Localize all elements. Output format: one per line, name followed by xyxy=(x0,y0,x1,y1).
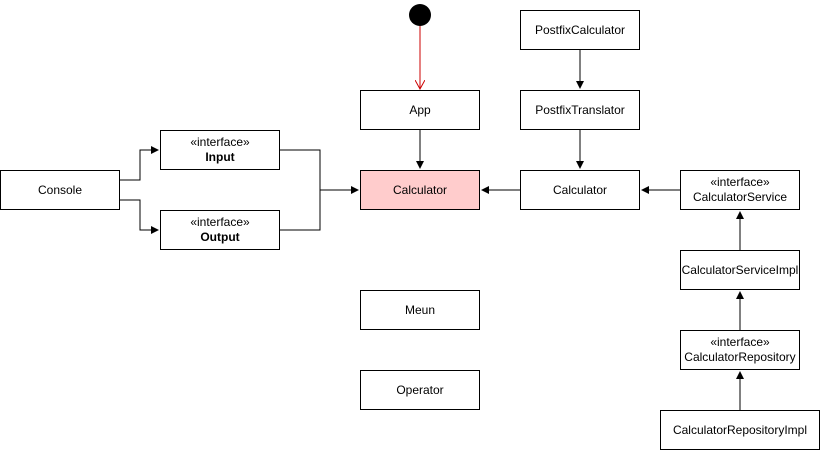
node-label: Output xyxy=(200,230,240,244)
edge-console-to-input xyxy=(120,146,159,181)
node-postfix-translator[interactable]: PostfixTranslator xyxy=(520,90,640,130)
node-calculator-service-impl[interactable]: CalculatorServiceImpl xyxy=(680,250,800,290)
node-label: CalculatorRepository xyxy=(684,350,796,364)
node-app[interactable]: App xyxy=(360,90,480,130)
node-operator[interactable]: Operator xyxy=(360,370,480,410)
node-calculator-right[interactable]: Calculator xyxy=(520,170,640,210)
node-label: Calculator xyxy=(552,182,608,197)
node-label: Console xyxy=(37,182,83,197)
edge-output-to-calculator xyxy=(280,189,358,231)
node-calculator-repository-impl[interactable]: CalculatorRepositoryImpl xyxy=(660,410,820,450)
node-label: App xyxy=(409,102,431,117)
node-console[interactable]: Console xyxy=(0,170,120,210)
node-label: CalculatorRepositoryImpl xyxy=(672,422,808,437)
start-node xyxy=(409,4,431,26)
node-calculator-repository-interface[interactable]: «interface» CalculatorRepository xyxy=(680,330,800,370)
node-input-interface[interactable]: «interface» Input xyxy=(160,130,280,170)
edge-console-to-output xyxy=(120,199,159,234)
node-label: Calculator xyxy=(392,182,448,197)
node-output-interface[interactable]: «interface» Output xyxy=(160,210,280,250)
edge-input-to-calculator xyxy=(280,149,359,194)
node-meun[interactable]: Meun xyxy=(360,290,480,330)
node-label: CalculatorServiceImpl xyxy=(681,262,799,277)
node-label: Input xyxy=(205,150,235,164)
stereotype-label: «interface» xyxy=(710,335,770,349)
node-calculator-service-interface[interactable]: «interface» CalculatorService xyxy=(680,170,800,210)
stereotype-label: «interface» xyxy=(710,175,770,189)
node-calculator-main[interactable]: Calculator xyxy=(360,170,480,210)
node-label: PostfixCalculator xyxy=(534,22,626,37)
node-label: PostfixTranslator xyxy=(535,102,625,117)
stereotype-label: «interface» xyxy=(190,135,250,149)
stereotype-label: «interface» xyxy=(190,215,250,229)
node-label: Operator xyxy=(396,382,444,397)
node-label: CalculatorService xyxy=(692,190,788,204)
node-label: Meun xyxy=(404,302,436,317)
node-postfix-calculator[interactable]: PostfixCalculator xyxy=(520,10,640,50)
